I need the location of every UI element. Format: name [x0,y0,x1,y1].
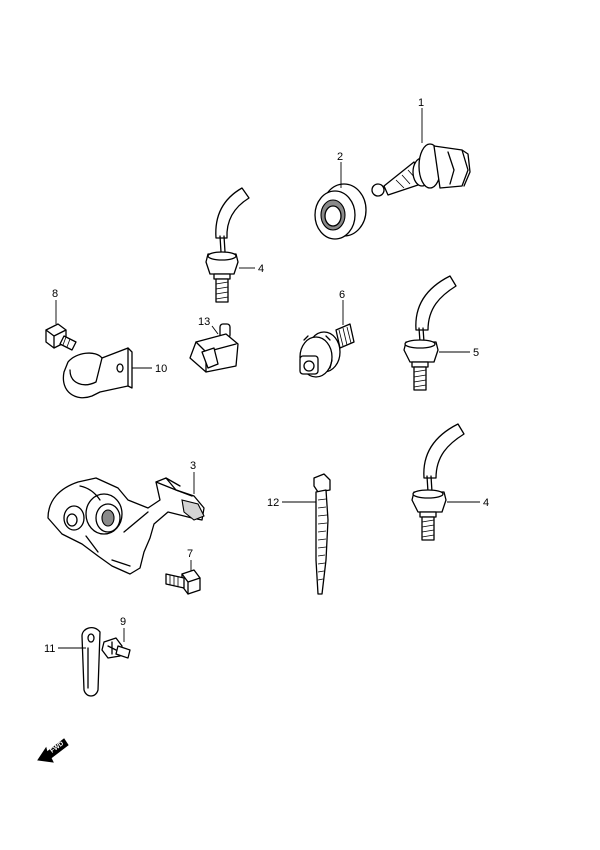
part-12-cable-tie[interactable] [313,473,331,595]
callout-5: 5 [473,347,479,359]
part-9-screw[interactable] [101,637,131,659]
callout-6: 6 [339,289,345,301]
callout-12: 12 [267,497,279,509]
callout-8: 8 [52,288,58,300]
callout-4b: 4 [483,497,489,509]
callout-1: 1 [418,97,424,109]
part-11-strap[interactable] [81,626,101,697]
callout-13: 13 [198,316,210,328]
part-2-grommet[interactable] [314,183,367,240]
part-8-bolt[interactable] [45,323,77,351]
part-13-clip[interactable] [189,323,239,373]
fwd-arrow-icon: FWD [37,738,69,763]
part-3-bracket[interactable] [47,477,205,575]
callout-2: 2 [337,151,343,163]
leader-13 [211,325,219,335]
callout-4a: 4 [258,263,264,275]
part-4-sensor-upper[interactable] [205,187,250,303]
callout-11: 11 [44,643,55,655]
callout-7: 7 [187,548,193,560]
part-5-sensor[interactable] [403,275,457,391]
callout-9: 9 [120,616,126,628]
part-7-screw[interactable] [165,569,201,595]
callout-3: 3 [190,460,196,472]
part-1-sensor[interactable] [371,143,471,197]
callout-10: 10 [155,363,167,375]
part-10-clamp[interactable] [62,347,133,399]
part-4-sensor-lower[interactable] [411,423,465,541]
part-6-switch[interactable] [299,323,355,378]
